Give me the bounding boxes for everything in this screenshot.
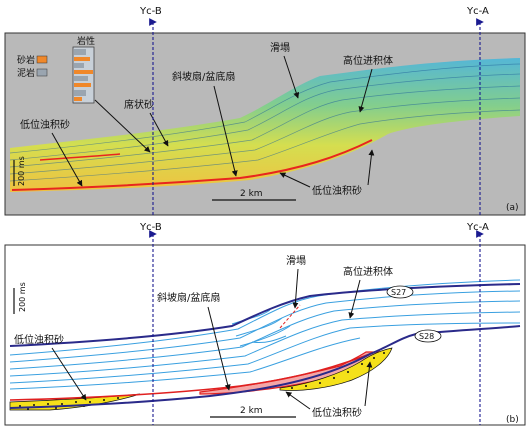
arrow-lithology-a <box>94 99 151 153</box>
slump-fault-b <box>279 304 301 329</box>
lst-red-a <box>11 139 373 191</box>
reflectors-b <box>9 279 521 390</box>
km-scale-label-b: 2 km <box>240 406 263 416</box>
label-slump-a: 滑塌 <box>270 42 290 54</box>
well-label-yc-a-a: Yc-A <box>466 6 489 17</box>
marker-s28 <box>414 329 442 343</box>
arrow-fan-a <box>213 85 238 177</box>
boundary-s27 <box>9 283 521 347</box>
km-scale-label-a: 2 km <box>240 189 263 199</box>
arrow-lst-bottom-a1 <box>279 172 311 188</box>
legend-sandstone-label: 砂岩 <box>17 54 35 66</box>
well-label-yc-b-a: Yc-B <box>139 6 162 17</box>
well-lines <box>149 18 484 425</box>
label-lst-bottom-b: 低位浊积砂 <box>312 406 362 419</box>
marker-s28-label: S28 <box>419 332 434 341</box>
marker-s27-label: S27 <box>391 288 406 297</box>
panel-tag-a: (a) <box>506 203 519 213</box>
lst-red-a2 <box>39 153 121 161</box>
arrow-lst-bottom-b1 <box>285 391 311 410</box>
seismic-band <box>10 58 520 192</box>
lst-sand-dots-right <box>291 352 385 389</box>
label-lst-left-b: 低位浊积砂 <box>14 333 64 346</box>
label-fan-b: 斜坡扇/盆底扇 <box>157 291 220 304</box>
arrow-hst-a <box>358 68 373 113</box>
label-hst-b: 高位进积体 <box>343 265 393 278</box>
label-sheet-sand-a: 席状砂 <box>124 98 154 111</box>
label-lst-left-a: 低位浊积砂 <box>20 118 70 131</box>
arrow-lst-left-b <box>51 347 87 401</box>
label-slump-b: 滑塌 <box>286 255 306 267</box>
arrow-hst-b <box>348 279 361 319</box>
panel-b: S27 S28 200 ms 滑塌 高位进积体 斜坡扇/盆底扇 低位浊积砂 低位… <box>4 244 526 426</box>
arrow-fan-b <box>207 306 231 391</box>
red-base-b <box>9 349 381 401</box>
label-lst-bottom-a: 低位浊积砂 <box>312 184 362 197</box>
lithology-title: 岩性 <box>77 35 95 47</box>
arrow-slump-b <box>292 268 299 309</box>
marker-s27 <box>386 285 414 299</box>
label-hst-a: 高位进积体 <box>343 54 393 67</box>
well-label-yc-b-b: Yc-B <box>139 222 162 233</box>
arrow-lst-bottom-b2 <box>364 361 373 407</box>
arrow-slump-a <box>283 55 300 99</box>
label-fan-a: 斜坡扇/盆底扇 <box>172 70 235 83</box>
legend-mudstone-swatch <box>36 68 48 77</box>
panel-tag-b: (b) <box>506 415 519 425</box>
arrow-lst-bottom-a2 <box>367 149 375 186</box>
arrow-lst-left-a <box>51 132 83 187</box>
legend-mudstone-label: 泥岩 <box>17 67 35 79</box>
panel-a: 岩性 砂岩 泥岩 200 ms 滑塌 高位进积体 斜坡扇/盆底扇 席状砂 低位浊… <box>4 32 526 216</box>
legend-sandstone-swatch <box>36 55 48 64</box>
time-scale-label-a: 200 ms <box>17 156 26 186</box>
lithology-column <box>72 46 95 104</box>
time-scale-label-b: 200 ms <box>18 282 27 312</box>
seismic-reflectors <box>9 63 521 182</box>
well-label-yc-a-b: Yc-A <box>466 222 489 233</box>
boundary-s28 <box>9 325 521 409</box>
